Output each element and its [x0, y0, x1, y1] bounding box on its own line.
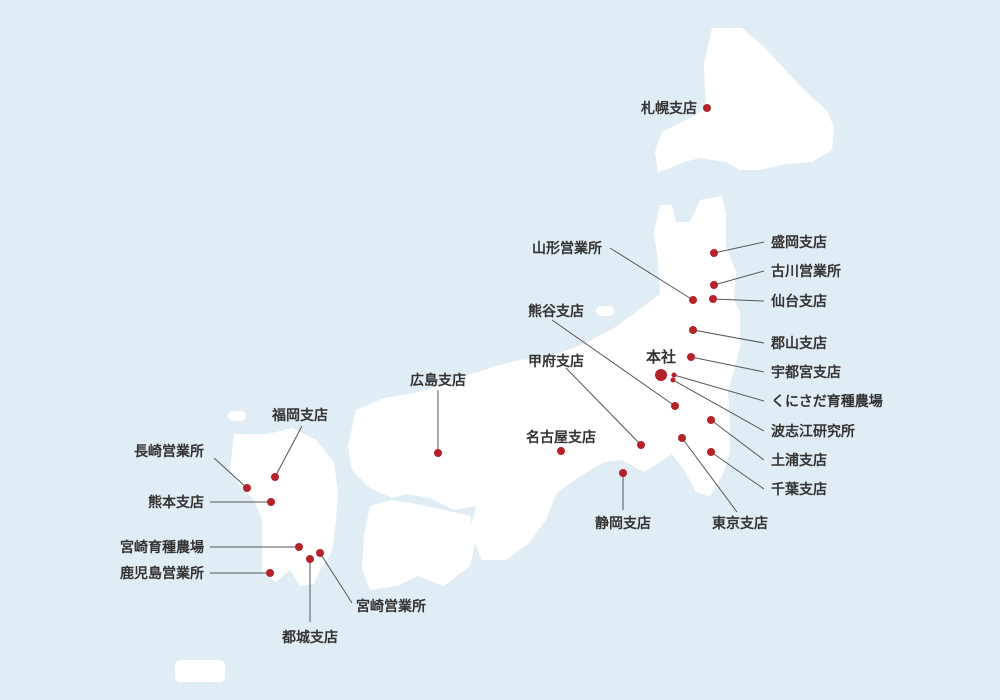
tsushima-island: [228, 411, 246, 421]
marker-kumagaya[interactable]: [671, 402, 679, 410]
label-hiroshima[interactable]: 広島支店: [410, 372, 466, 389]
label-kagoshima[interactable]: 鹿児島営業所: [119, 565, 204, 582]
kyushu-island: [230, 428, 338, 586]
label-morioka[interactable]: 盛岡支店: [771, 234, 827, 251]
branch-labels: 札幌支店 盛岡支店 古川営業所 山形営業所 仙台支店 熊谷支店 郡山支店 本社 …: [119, 100, 883, 646]
label-miyazaki[interactable]: 宮崎営業所: [356, 598, 426, 615]
label-hashie[interactable]: 波志江研究所: [771, 423, 855, 440]
label-chiba[interactable]: 千葉支店: [771, 481, 827, 498]
label-kofu[interactable]: 甲府支店: [528, 353, 584, 370]
landmass: [175, 28, 834, 682]
label-nagoya[interactable]: 名古屋支店: [526, 429, 596, 446]
label-kunisada[interactable]: くにさだ育種農場: [771, 393, 883, 410]
marker-nagoya[interactable]: [557, 447, 565, 455]
marker-kagoshima[interactable]: [266, 569, 274, 577]
marker-utsunomiya[interactable]: [687, 353, 695, 361]
label-sapporo[interactable]: 札幌支店: [640, 100, 697, 117]
marker-fukuoka[interactable]: [271, 473, 279, 481]
okinawa-island: [175, 660, 225, 682]
marker-chiba[interactable]: [707, 448, 715, 456]
marker-kunisada[interactable]: [671, 372, 677, 378]
label-yamagata[interactable]: 山形営業所: [532, 240, 602, 257]
marker-hiroshima[interactable]: [434, 449, 442, 457]
marker-furukawa[interactable]: [710, 281, 718, 289]
honshu-island: [348, 196, 740, 560]
marker-yamagata[interactable]: [689, 296, 697, 304]
marker-shizuoka[interactable]: [619, 469, 627, 477]
marker-sapporo[interactable]: [703, 104, 711, 112]
marker-tsuchiura[interactable]: [707, 416, 715, 424]
label-shizuoka[interactable]: 静岡支店: [595, 515, 651, 532]
label-fukuoka[interactable]: 福岡支店: [271, 407, 328, 424]
branch-markers: [243, 104, 718, 577]
label-honsha[interactable]: 本社: [646, 348, 676, 366]
marker-tokyo[interactable]: [678, 434, 686, 442]
marker-morioka[interactable]: [710, 249, 718, 257]
marker-koriyama[interactable]: [689, 326, 697, 334]
label-furukawa[interactable]: 古川営業所: [771, 263, 841, 280]
label-koriyama[interactable]: 郡山支店: [770, 335, 827, 352]
marker-honsha[interactable]: [655, 369, 667, 381]
shikoku-island: [362, 500, 476, 590]
awaji-island: [405, 484, 417, 493]
label-nagasaki[interactable]: 長崎営業所: [134, 443, 204, 460]
marker-miyazaki-farm[interactable]: [295, 543, 303, 551]
label-sendai[interactable]: 仙台支店: [771, 293, 827, 310]
marker-kofu[interactable]: [637, 441, 645, 449]
label-utsunomiya[interactable]: 宇都宮支店: [771, 364, 841, 381]
marker-sendai[interactable]: [709, 295, 717, 303]
marker-hashie[interactable]: [670, 377, 676, 383]
label-miyakonojo[interactable]: 都城支店: [281, 629, 338, 646]
leader-lines: [210, 241, 765, 622]
label-tokyo[interactable]: 東京支店: [712, 515, 768, 532]
label-miyazaki-farm[interactable]: 宮崎育種農場: [120, 539, 204, 556]
label-kumamoto[interactable]: 熊本支店: [148, 494, 204, 511]
sado-island: [596, 306, 614, 316]
marker-nagasaki[interactable]: [243, 484, 251, 492]
marker-kumamoto[interactable]: [267, 498, 275, 506]
label-kumagaya[interactable]: 熊谷支店: [528, 303, 584, 320]
hokkaido-island: [655, 28, 834, 172]
marker-miyazaki[interactable]: [316, 549, 324, 557]
marker-miyakonojo[interactable]: [306, 555, 314, 563]
label-tsuchiura[interactable]: 土浦支店: [771, 452, 827, 469]
